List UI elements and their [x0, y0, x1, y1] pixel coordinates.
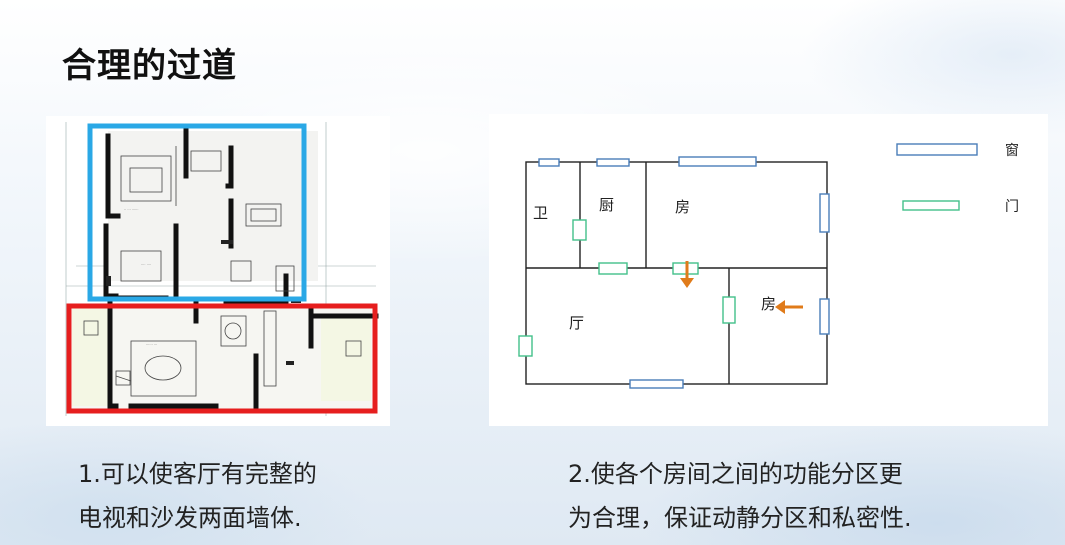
caption-right-line-2: 为合理，保证动静分区和私密性.: [568, 504, 912, 532]
window-symbol: [629, 379, 684, 389]
caption-left-line-2: 电视和沙发两面墙体.: [78, 504, 302, 532]
room-label-small: ·· ··· ······: [124, 208, 138, 212]
window-symbol: [819, 193, 830, 233]
legend-window-icon: [896, 143, 978, 156]
window-symbol: [596, 158, 630, 167]
blue-highlight-box: [87, 123, 307, 302]
schematic-plan-image: 卫 厨 房 房 厅 窗 门: [489, 114, 1048, 426]
legend-door-icon: [902, 200, 960, 211]
room-label-living: 厅: [569, 314, 584, 332]
floor-plan-image: ·· ··· ······ ···· ···· ······ ···: [46, 116, 390, 426]
floor-plan-drawing: ·· ··· ······ ···· ···· ······ ···: [65, 122, 379, 416]
door-symbol: [518, 335, 533, 357]
door-symbol: [572, 219, 587, 241]
red-highlight-box: [66, 303, 378, 414]
arrow-left-head-icon: [775, 300, 785, 314]
caption-right-line-1: 2.使各个房间之间的功能分区更: [568, 460, 903, 488]
legend-window-label: 窗: [1005, 142, 1019, 159]
legend-door-label: 门: [1005, 199, 1019, 215]
room-label-small: ······ ···: [146, 343, 157, 347]
room-label-bedroom-right: 房: [761, 295, 776, 313]
page-title: 合理的过道: [62, 46, 237, 86]
schematic-plan-drawing: 卫 厨 房 房 厅 窗 门: [518, 142, 1019, 389]
room-label-bedroom-top: 房: [675, 198, 690, 216]
room-label-kitchen: 厨: [599, 196, 614, 214]
caption-left: 1.可以使客厅有完整的 电视和沙发两面墙体.: [78, 452, 317, 540]
door-symbol: [722, 296, 736, 324]
caption-left-line-1: 1.可以使客厅有完整的: [78, 460, 317, 488]
window-symbol: [538, 158, 560, 167]
door-symbol: [598, 262, 628, 275]
caption-right: 2.使各个房间之间的功能分区更 为合理，保证动静分区和私密性.: [568, 452, 912, 540]
window-symbol: [819, 298, 830, 335]
room-label-bathroom: 卫: [533, 204, 548, 222]
window-symbol: [678, 156, 757, 167]
room-label-small: ···· ····: [141, 263, 151, 267]
arrow-down-head-icon: [680, 278, 694, 288]
